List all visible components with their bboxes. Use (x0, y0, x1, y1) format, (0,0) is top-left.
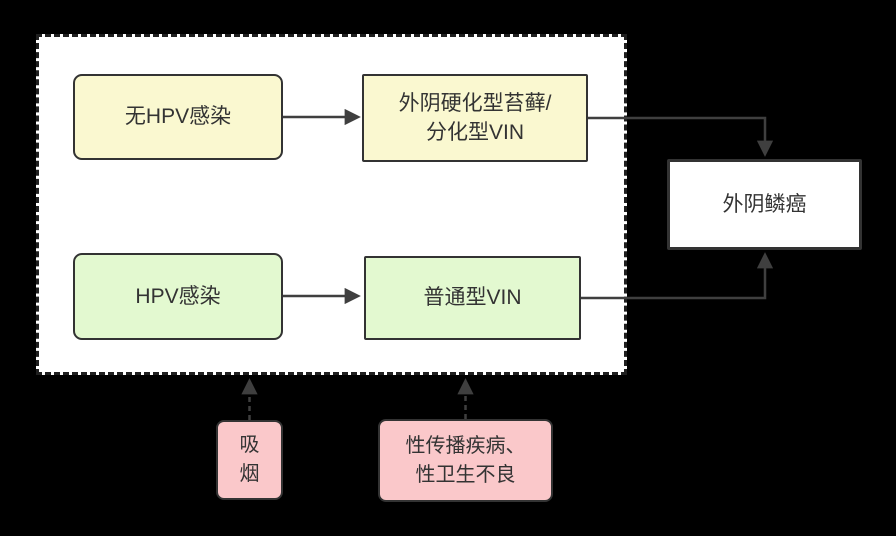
node-std-poor-hygiene-label: 性传播疾病、 性卫生不良 (405, 434, 526, 486)
node-std-poor-hygiene: 性传播疾病、 性卫生不良 (378, 419, 553, 502)
node-smoking: 吸 烟 (216, 420, 283, 500)
node-usual-vin-label: 普通型VIN (423, 286, 522, 310)
node-smoking-label: 吸 烟 (239, 434, 260, 485)
arrow-usual-vin-to-scc (581, 252, 774, 300)
node-hpv-infection-label: HPV感染 (135, 284, 221, 308)
arrow-dvin-to-scc (588, 116, 774, 157)
node-lichen-sclerosus-dvin: 外阴硬化型苔藓/ 分化型VIN (362, 74, 588, 162)
node-lichen-sclerosus-dvin-label: 外阴硬化型苔藓/ 分化型VIN (398, 91, 552, 144)
node-usual-vin: 普通型VIN (364, 256, 581, 340)
node-hpv-infection: HPV感染 (73, 253, 283, 340)
node-no-hpv-infection-label: 无HPV感染 (124, 105, 232, 129)
node-no-hpv-infection: 无HPV感染 (73, 74, 283, 160)
node-vulvar-scc: 外阴鳞癌 (667, 159, 862, 250)
node-vulvar-scc-label: 外阴鳞癌 (722, 192, 807, 216)
